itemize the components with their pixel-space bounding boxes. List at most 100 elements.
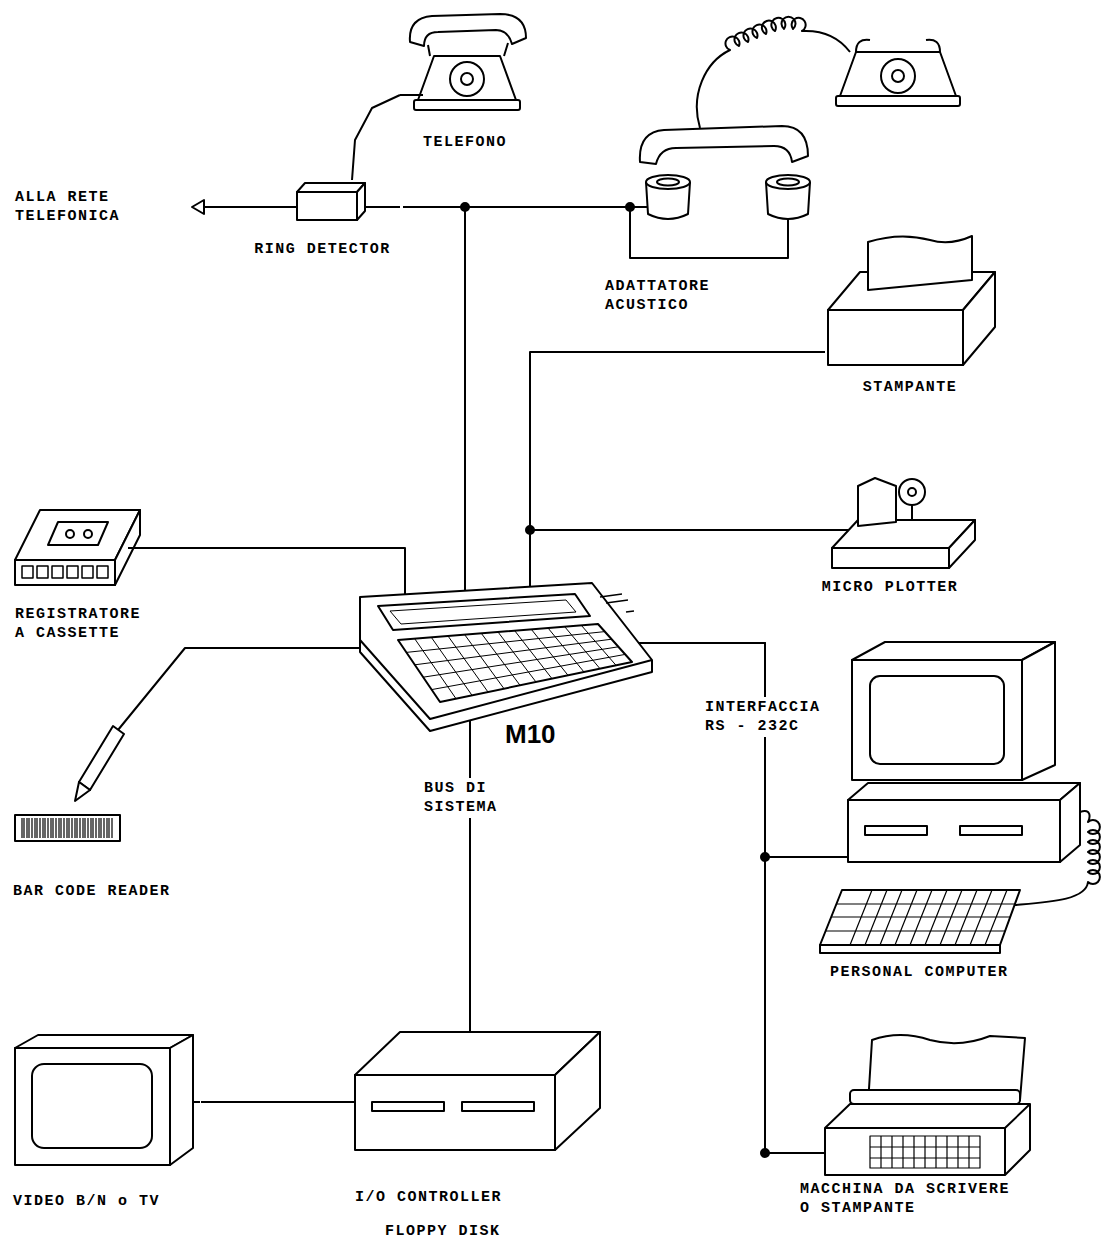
personal-computer-illustration-part xyxy=(826,890,1015,945)
telephone-illustration-part xyxy=(418,56,516,100)
device-node: REGISTRATORE A CASSETTE xyxy=(10,500,155,650)
note-label: ALLA RETE TELEFONICA xyxy=(15,188,145,226)
ring-detector-illustration-part xyxy=(297,192,357,220)
connector-line xyxy=(530,530,805,583)
device-label: MACCHINA DA SCRIVERE O STAMPANTE xyxy=(800,1180,1022,1218)
connector-line xyxy=(403,207,465,583)
typewriter-illustration-part xyxy=(870,1136,980,1168)
barcode-reader-illustration-part xyxy=(75,782,90,801)
floppy-controller-illustration xyxy=(340,1025,600,1150)
plotter-illustration-part xyxy=(832,548,949,568)
laptop-illustration-part xyxy=(404,583,406,595)
device-label: TELEFONO xyxy=(400,133,530,152)
connector-line xyxy=(155,548,405,583)
printer-illustration-part xyxy=(868,236,972,290)
device-label: RING DETECTOR xyxy=(245,240,400,259)
ring-detector-illustration-part xyxy=(297,183,365,192)
acoustic-adapter-illustration-part xyxy=(840,52,956,96)
device-label: STAMPANTE xyxy=(825,378,995,397)
personal-computer-illustration-part xyxy=(960,826,1022,835)
telephone-illustration-part xyxy=(428,43,508,56)
ring-detector-illustration-part xyxy=(192,200,204,214)
device-label: I/O CONTROLLER xyxy=(355,1188,615,1207)
device-label: MICRO PLOTTER xyxy=(805,578,975,597)
typewriter-illustration-part xyxy=(850,1090,1020,1104)
barcode-reader-illustration xyxy=(15,726,124,841)
monitor-illustration-part xyxy=(170,1035,193,1165)
cassette-recorder-illustration-part xyxy=(52,566,63,578)
acoustic-adapter-illustration-part xyxy=(836,96,960,106)
typewriter-illustration-part xyxy=(1004,1128,1006,1175)
typewriter-illustration-part xyxy=(795,1152,825,1154)
floppy-controller-illustration-part xyxy=(372,1102,444,1111)
telephone-illustration-part xyxy=(414,100,520,110)
plotter-illustration xyxy=(526,478,975,568)
device-node: VIDEO B/N o TV xyxy=(10,1035,201,1220)
monitor-illustration-part xyxy=(15,1035,193,1048)
cassette-recorder-illustration-part xyxy=(128,547,155,549)
device-node: MICRO PLOTTER xyxy=(805,470,978,600)
device-node: BAR CODE READER xyxy=(10,730,186,910)
edge-label: BUS DI SISTEMA xyxy=(421,778,512,818)
acoustic-adapter-illustration-part xyxy=(600,206,647,208)
barcode-reader-illustration-part xyxy=(15,815,120,841)
floppy-controller-illustration-part xyxy=(340,1101,355,1103)
typewriter-illustration-part xyxy=(870,1136,980,1168)
personal-computer-illustration-part xyxy=(1015,811,1100,905)
personal-computer-illustration-part xyxy=(820,890,1020,945)
acoustic-adapter-illustration-part xyxy=(697,17,850,128)
barcode-reader-illustration-part xyxy=(22,818,112,838)
floppy-controller-illustration-part xyxy=(555,1032,600,1150)
plotter-illustration-part xyxy=(899,479,925,505)
acoustic-adapter-illustration-part xyxy=(657,179,679,186)
monitor-illustration xyxy=(15,1035,200,1165)
cassette-recorder-illustration-part xyxy=(66,530,74,538)
plotter-illustration-part xyxy=(805,529,848,531)
acoustic-adapter-illustration-part xyxy=(646,175,690,189)
cassette-recorder-illustration-part xyxy=(22,566,33,578)
laptop-illustration-part xyxy=(378,594,590,630)
personal-computer-illustration-part xyxy=(848,783,1080,800)
typewriter-illustration xyxy=(761,1035,1030,1175)
device-node: PERSONAL COMPUTER xyxy=(815,635,1100,990)
ring-detector-illustration-part xyxy=(357,183,365,220)
acoustic-adapter-illustration xyxy=(461,17,960,258)
monitor-illustration-part xyxy=(193,1101,200,1103)
plotter-illustration-part xyxy=(949,520,975,568)
personal-computer-illustration-part xyxy=(870,676,1004,764)
device-name: M10 xyxy=(505,719,585,749)
plotter-illustration-part xyxy=(526,526,534,534)
cassette-recorder-illustration-part xyxy=(84,530,92,538)
device-node: TELEFONO xyxy=(400,5,533,155)
connector-line xyxy=(465,207,600,583)
cassette-recorder-illustration-part xyxy=(67,566,78,578)
laptop-illustration-part xyxy=(464,583,466,591)
device-label: REGISTRATORE A CASSETTE xyxy=(15,605,150,643)
laptop-illustration-part xyxy=(600,594,634,612)
telephone-illustration-part xyxy=(461,73,473,85)
monitor-illustration-part xyxy=(15,1048,170,1165)
device-node: ADATTATORE ACUSTICO xyxy=(600,5,815,325)
connector-line xyxy=(201,1101,340,1103)
floppy-controller-illustration-part xyxy=(355,1075,555,1150)
laptop-illustration-part xyxy=(529,583,531,587)
ring-detector-illustration-part xyxy=(204,206,297,208)
telephone-illustration xyxy=(400,14,526,110)
acoustic-adapter-illustration-part xyxy=(881,59,915,93)
acoustic-adapter-illustration-part xyxy=(640,126,808,164)
personal-computer-illustration-part xyxy=(1022,642,1055,780)
device-label: ADATTATORE ACUSTICO xyxy=(605,277,730,315)
telephone-illustration-part xyxy=(410,14,526,46)
telephone-illustration-part xyxy=(450,62,484,96)
connector-line xyxy=(655,643,815,857)
acoustic-adapter-illustration-part xyxy=(856,40,940,52)
personal-computer-illustration-part xyxy=(852,642,1055,660)
laptop-illustration-part xyxy=(360,583,652,731)
monitor-illustration-part xyxy=(32,1064,152,1148)
laptop-illustration-part xyxy=(469,721,471,754)
cassette-recorder-illustration-part xyxy=(48,522,108,545)
laptop-illustration xyxy=(355,583,655,753)
personal-computer-illustration-part xyxy=(815,856,848,858)
personal-computer-illustration xyxy=(761,642,1100,953)
